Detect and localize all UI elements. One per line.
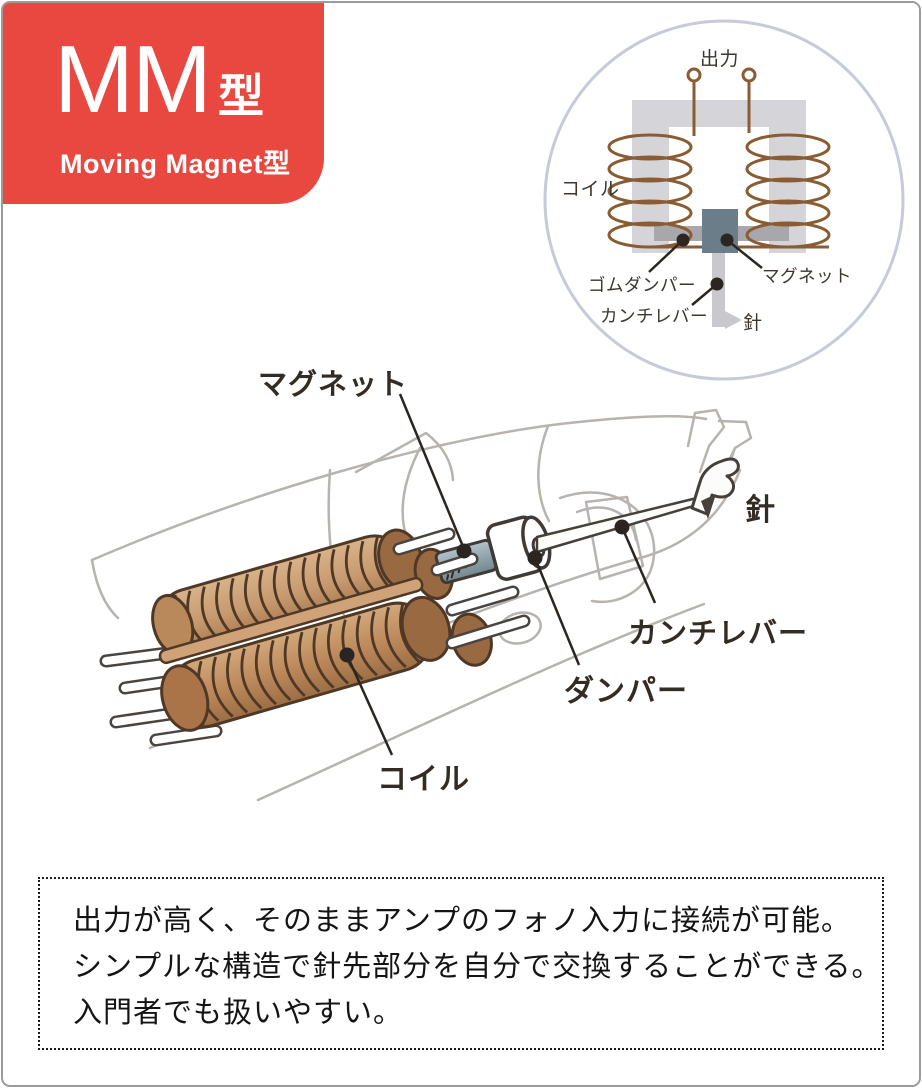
output-wires xyxy=(686,67,757,136)
badge-title: MM 型 xyxy=(54,32,264,128)
description-line-3: 入門者でも扱いやすい。 xyxy=(73,996,404,1029)
schematic-circle-diagram xyxy=(543,19,905,381)
schematic-leader-dots xyxy=(676,233,734,291)
terminal-pins-right xyxy=(392,527,531,650)
badge-title-kanji: 型 xyxy=(217,70,264,122)
coil-row-separator xyxy=(158,576,424,665)
schematic-magnet xyxy=(702,209,738,253)
illustration-label-damper: ダンパー xyxy=(564,675,688,708)
illustration-leader-lines xyxy=(345,393,657,756)
needle-point xyxy=(701,494,716,519)
mm-type-badge: MM 型 Moving Magnet型 xyxy=(2,2,324,204)
description-box: 出力が高く、そのままアンプのフォノ入力に接続が可能。 シンプルな構造で針先部分を… xyxy=(38,877,884,1050)
illustration-label-magnet: マグネット xyxy=(258,369,409,401)
schematic-label-coil: コイル xyxy=(561,179,620,200)
illustration-leader-dots xyxy=(339,519,630,663)
coil-row-lower xyxy=(160,595,493,732)
schematic-label-magnet: マグネット xyxy=(762,266,852,286)
schematic-label-output: 出力 xyxy=(700,49,740,70)
illustration-label-cantilever: カンチレバー xyxy=(628,618,809,650)
illustration-label-coil: コイル xyxy=(377,763,470,796)
badge-title-mm: MM xyxy=(54,26,212,133)
stylus-tip xyxy=(690,457,740,519)
schematic-coils xyxy=(607,133,831,249)
schematic-needle-tip xyxy=(725,311,742,329)
output-terminal-right xyxy=(741,67,757,83)
schematic-label-needle: 針 xyxy=(743,313,763,334)
schematic-label-rubber-damper: ゴムダンパー xyxy=(588,275,696,295)
output-terminal-left xyxy=(686,67,702,83)
description-line-2: シンプルな構造で針先部分を自分で交換することができる。 xyxy=(73,950,882,983)
cartridge-body-sketch xyxy=(90,408,753,802)
schematic-label-cantilever: カンチレバー xyxy=(600,306,708,326)
illustration-label-needle: 針 xyxy=(745,494,776,527)
badge-subtitle: Moving Magnet型 xyxy=(60,149,291,179)
coil-row-upper xyxy=(151,528,454,665)
description-line-1: 出力が高く、そのままアンプのフォノ入力に接続が可能。 xyxy=(73,905,851,937)
